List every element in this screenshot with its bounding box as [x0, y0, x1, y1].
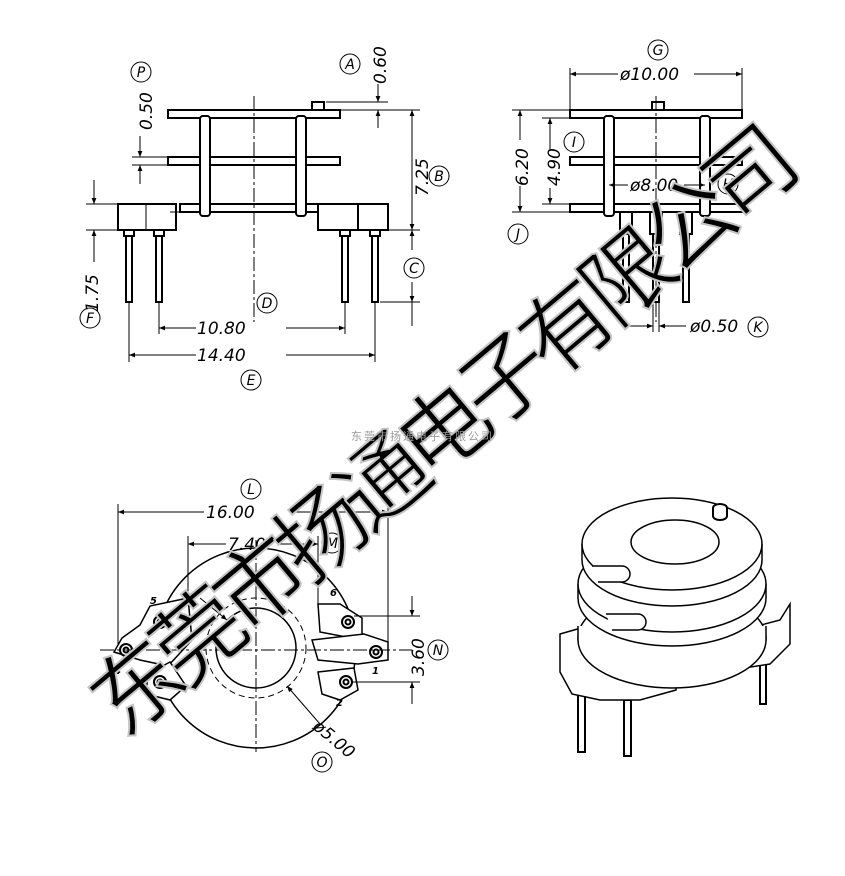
label-O: O — [316, 755, 327, 771]
label-N: N — [433, 643, 444, 659]
label-B: B — [434, 169, 444, 185]
dim-P-value: 0.50 — [137, 92, 157, 130]
watermark-caption: 东莞市扬通电子有限公司 — [351, 430, 494, 443]
label-G: G — [653, 43, 664, 59]
dim-H-value: ø8.00 — [629, 176, 678, 196]
label-M: M — [326, 536, 338, 552]
label-K: K — [753, 320, 764, 336]
dim-G-value: ø10.00 — [619, 65, 679, 85]
pin-number-6: 6 — [330, 588, 337, 599]
label-A: A — [344, 57, 355, 73]
label-C: C — [409, 261, 419, 277]
dim-L-value: 16.00 — [206, 503, 255, 523]
dim-K-value: ø0.50 — [689, 317, 738, 337]
pin-number-2: 2 — [336, 698, 343, 709]
dim-D-value: 10.80 — [197, 319, 246, 339]
dim-A-value: 0.60 — [371, 46, 391, 84]
dim-E-value: 14.40 — [197, 346, 246, 366]
pin-number-3: 3 — [156, 708, 163, 719]
label-F: F — [86, 311, 95, 327]
label-P: P — [137, 65, 146, 81]
pin-number-4: 4 — [113, 666, 121, 677]
label-E: E — [247, 373, 256, 389]
side-view: ø10.00 G 4.90 I 6.20 J ø8.00 H ø0.50 K — [507, 39, 769, 338]
front-view: 0.60 A 0.50 P 7.25 B C 1.75 F — [79, 46, 450, 391]
dim-M-value: 7.40 — [228, 535, 266, 555]
dim-F-value: 1.75 — [83, 274, 103, 312]
label-H: H — [723, 177, 734, 193]
isometric-view — [559, 497, 791, 757]
label-D: D — [262, 296, 273, 312]
dim-J-value: 6.20 — [513, 148, 533, 186]
dim-N-value: 3.60 — [409, 638, 429, 676]
bottom-view: 1 2 3 4 5 6 16.00 L 7.40 M 3.60 N ø5.00 — [100, 478, 449, 773]
label-J: J — [513, 227, 520, 243]
dim-B-value: 7.25 — [413, 158, 433, 196]
label-I: I — [572, 135, 576, 151]
label-L: L — [247, 482, 255, 498]
dim-I-value: 4.90 — [545, 148, 565, 186]
pin-number-1: 1 — [372, 666, 379, 677]
pin-number-5: 5 — [150, 596, 157, 607]
